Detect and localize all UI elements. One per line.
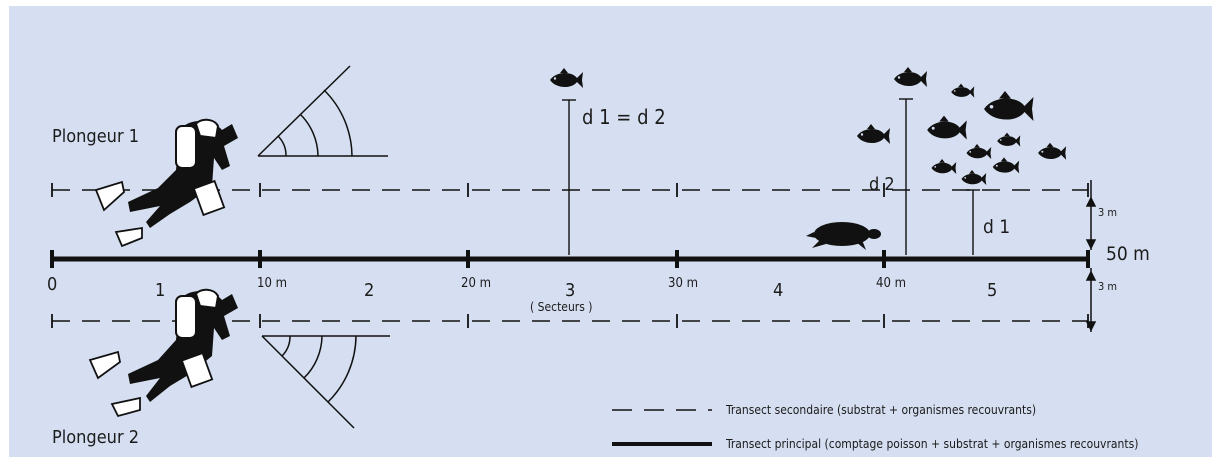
- sector-number: 5: [987, 280, 997, 301]
- fish-icon: [997, 132, 1021, 147]
- fish-icon: [894, 67, 927, 87]
- fish-icon: [857, 124, 890, 144]
- distance-d2-label: d 2: [869, 174, 895, 195]
- fish-icon: [927, 115, 967, 140]
- sector-number: 2: [364, 280, 374, 301]
- distance-mark: 0: [47, 274, 57, 295]
- observation-cone-bottom: [261, 335, 390, 429]
- diver-2-icon: [88, 288, 238, 418]
- sector-number: 4: [773, 280, 783, 301]
- offset-label-bottom: 3 m: [1098, 280, 1117, 293]
- distance-equation: d 1 = d 2: [582, 105, 666, 129]
- main-ticks: [50, 250, 1090, 268]
- secondary-ticks: [51, 183, 1089, 328]
- diver-1-label: Plongeur 1: [52, 126, 139, 147]
- fish-icon: [550, 68, 583, 88]
- fish-icon: [992, 157, 1020, 174]
- legend-principal-label: Transect principal (comptage poisson + s…: [725, 437, 1138, 451]
- distance-mark: 40 m: [876, 276, 906, 291]
- sector-number: 1: [155, 280, 165, 301]
- offset-label-top: 3 m: [1098, 206, 1117, 219]
- sectors-caption: ( Secteurs ): [530, 300, 593, 314]
- fish-school: [857, 67, 1067, 185]
- diagram-background: [9, 6, 1212, 457]
- sector-number: 3: [565, 280, 575, 301]
- fish-icon: [931, 159, 957, 174]
- distance-mark: 30 m: [668, 276, 698, 291]
- fish-icon: [961, 170, 987, 185]
- fish-icon: [984, 91, 1034, 121]
- total-length-label: 50 m: [1106, 243, 1150, 265]
- distance-d1-label: d 1: [983, 216, 1010, 238]
- diver-1-icon: [94, 118, 238, 248]
- diver-2-label: Plongeur 2: [52, 427, 139, 448]
- fish-icon: [966, 144, 992, 159]
- observation-cone-top: [257, 65, 388, 157]
- fish-icon: [951, 83, 975, 98]
- offset-arrows: [1085, 180, 1097, 332]
- legend-secondary-label: Transect secondaire (substrat + organism…: [725, 403, 1036, 417]
- distance-mark: 20 m: [461, 276, 491, 291]
- fish-icon: [1038, 142, 1067, 160]
- distance-mark: 10 m: [257, 276, 287, 291]
- turtle-icon: [806, 222, 881, 250]
